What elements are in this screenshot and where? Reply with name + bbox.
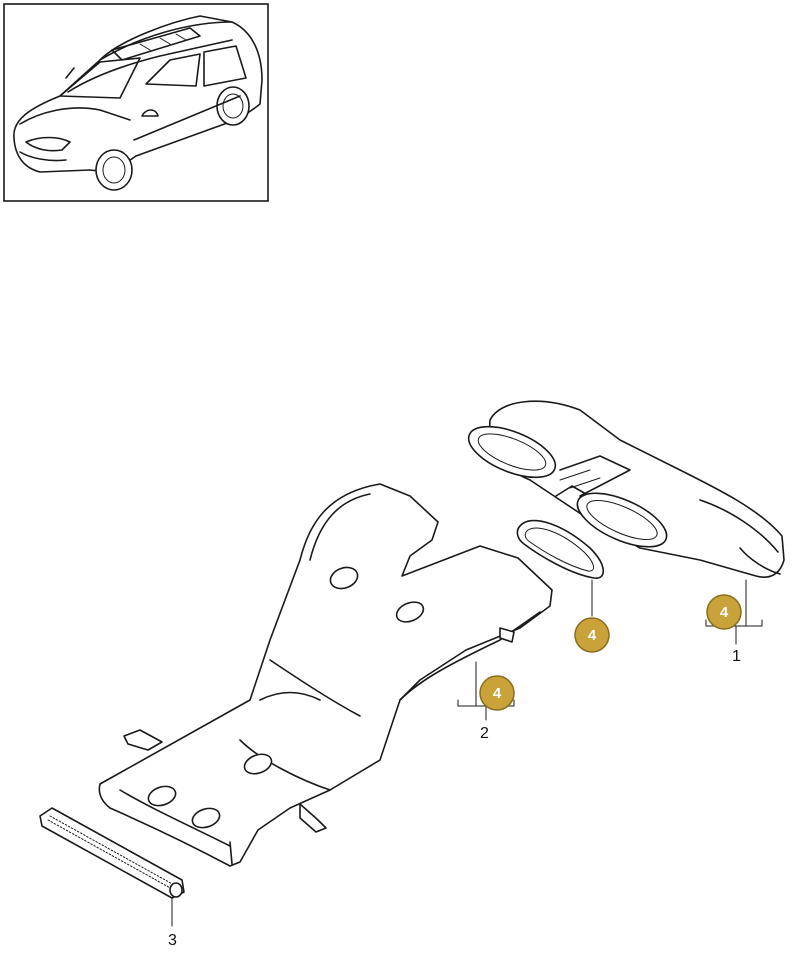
callout-2-group: 2 (457, 661, 515, 742)
callout-1-group: 1 (705, 579, 763, 665)
callout-3-label: 3 (168, 932, 177, 949)
callout-2-label: 2 (480, 725, 489, 742)
callout-3-group: 3 (168, 897, 177, 949)
part-4-seal-ring[interactable] (516, 519, 605, 579)
badge-4-seal-label: 4 (588, 627, 597, 644)
badge-4-rear-duct[interactable]: 4 (706, 594, 742, 630)
callout-1-label: 1 (732, 648, 741, 665)
badge-4-seal[interactable]: 4 (574, 617, 610, 653)
badge-4-rear-duct-label: 4 (720, 604, 729, 621)
suv-illustration (13, 15, 263, 191)
part-1-rear-air-duct[interactable] (462, 400, 785, 578)
vehicle-thumbnail[interactable] (3, 3, 269, 202)
badge-4-floor-duct-label: 4 (493, 685, 502, 702)
part-2-floor-air-duct[interactable] (98, 483, 553, 867)
part-3-vent-grille[interactable] (39, 807, 185, 899)
badge-4-floor-duct[interactable]: 4 (479, 675, 515, 711)
